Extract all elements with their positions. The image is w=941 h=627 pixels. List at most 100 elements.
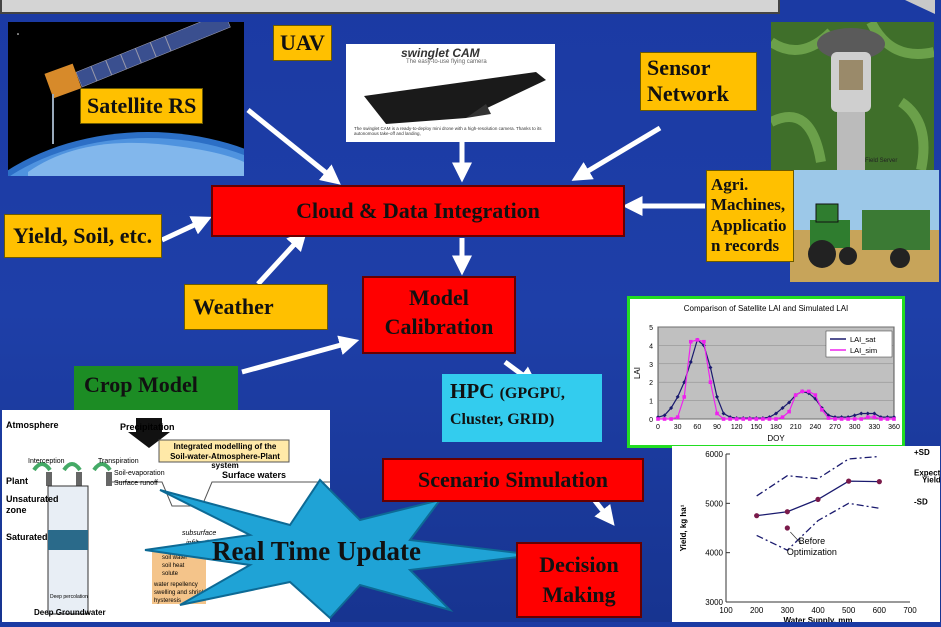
x-axis-label: DOY [767, 434, 785, 443]
soil-water-repellency: water repellency [154, 582, 198, 588]
arrow-crop-to-model [241, 335, 360, 375]
x-tick-label: 600 [873, 606, 887, 615]
x-tick-label: 300 [849, 424, 861, 431]
y-tick-label: 3 [649, 362, 653, 369]
soil-evaporation: Soil-evaporation [114, 470, 165, 477]
data-point-LAI_sat [872, 411, 877, 416]
y-axis-label: Yield, kg ha¹ [679, 504, 688, 551]
data-point-LAI_sat [708, 365, 713, 370]
uav-tagline: The easy-to-use flying camera [406, 59, 487, 65]
data-point-LAI_sim [656, 417, 660, 421]
x-tick-label: 360 [888, 424, 900, 431]
soil-solute: solute [162, 571, 179, 577]
crop-model-label: Crop Model [74, 366, 238, 410]
annotation-point [784, 525, 790, 531]
x-tick-label: 60 [693, 424, 701, 431]
x-tick-label: 120 [731, 424, 743, 431]
y-tick-label: 0 [649, 417, 653, 424]
annotation-before: Before [799, 536, 826, 546]
data-point-LAI_sim [892, 417, 896, 421]
data-point-LAI_sim [872, 415, 877, 419]
real-time-update-label: Real Time Update [212, 536, 421, 566]
data-point [876, 479, 882, 485]
soil-diagram-drawing [32, 418, 330, 615]
x-tick-label: 90 [713, 424, 721, 431]
data-point-LAI_sim [682, 395, 687, 399]
y-tick-label: 5 [649, 325, 653, 332]
legend-label: LAI_sim [850, 346, 877, 355]
data-point-LAI_sat [859, 411, 864, 416]
soil-saturated: Saturated [6, 532, 48, 542]
data-point-LAI_sim [780, 415, 785, 419]
data-point-LAI_sim [728, 417, 732, 421]
data-point-LAI_sim [688, 339, 693, 344]
data-point-LAI_sat [787, 400, 792, 405]
data-point-LAI_sat [688, 359, 693, 364]
x-axis-label: Water Supply, mm [784, 616, 853, 622]
sensor-tag: Field Server [865, 158, 898, 164]
x-tick-label: 200 [750, 606, 764, 615]
data-point-LAI_sim [675, 415, 680, 419]
y-tick-label: 4 [649, 343, 653, 350]
chart-title: Comparison of Satellite LAI and Simulate… [684, 304, 849, 313]
x-tick-label: 700 [903, 606, 917, 615]
soil-subsurface: subsurface [182, 530, 217, 537]
satellite-photo [8, 22, 244, 176]
soil-deep-percolation: Deep percolation [50, 594, 88, 600]
soil-plant: Plant [6, 476, 29, 486]
data-point-LAI_sat [682, 380, 687, 385]
lai-chart: Comparison of Satellite LAI and Simulate… [627, 296, 905, 448]
soil-water-diagram: Atmosphere Precipitation Integrated mode… [2, 410, 330, 622]
data-point-LAI_sim [662, 417, 667, 421]
soil-title: Integrated modelling of the Soil-water-A… [170, 442, 280, 471]
hpc-title: HPC [450, 379, 495, 403]
top-corner-tab [905, 0, 935, 14]
data-point-LAI_sim [826, 416, 831, 420]
soil-transpiration: Transpiration [98, 458, 139, 465]
data-point-LAI_sim [820, 408, 824, 412]
series-line [756, 502, 880, 551]
data-point-LAI_sat [715, 394, 719, 399]
yield-soil-label: Yield, Soil, etc. [4, 214, 162, 259]
field-sensor-image [771, 22, 934, 170]
y-tick-label: 2 [649, 380, 653, 387]
soil-precipitation: Precipitation [120, 422, 175, 432]
soil-water: soil water [162, 555, 188, 561]
arrow-satellite-to-cloud [246, 108, 341, 185]
x-tick-label: 400 [811, 606, 825, 615]
data-point-LAI_sim [761, 417, 765, 421]
agri-machines-label: Agri. Machines, Applicatio n records [706, 170, 794, 262]
hpc-detail: (GPGPU, Cluster, GRID) [450, 385, 565, 429]
legend-plus-sd: +SD [914, 448, 930, 457]
data-point-LAI_sat [852, 413, 857, 418]
data-point-LAI_sim [852, 417, 857, 421]
y-tick-label: 5000 [705, 499, 723, 508]
data-point-LAI_sim [669, 417, 673, 421]
x-tick-label: 240 [809, 424, 821, 431]
data-point-LAI_sat [662, 413, 667, 418]
tractor-photo [790, 170, 939, 282]
soil-unsaturated: Unsaturated zone [6, 494, 59, 515]
real-time-update-burst [144, 478, 536, 620]
x-tick-label: 210 [790, 424, 802, 431]
data-point-LAI_sim [833, 417, 837, 421]
satellite-image [8, 22, 244, 176]
data-point-LAI_sim [695, 338, 700, 342]
cloud-data-integration-box: Cloud & Data Integration [211, 185, 625, 237]
data-point-LAI_sim [741, 417, 746, 421]
uav-photo: swinglet CAM The easy-to-use flying came… [346, 44, 555, 142]
data-point-LAI_sim [754, 417, 759, 421]
soil-deep-groundwater: Deep Groundwater [34, 608, 106, 617]
data-point [784, 509, 790, 515]
y-axis-label: LAI [633, 367, 642, 379]
annotation-leader [790, 531, 802, 545]
legend-expected: Expecte [914, 469, 940, 478]
arrow-weather-to-cloud [256, 230, 308, 286]
model-calibration-box: Model Calibration [362, 276, 516, 354]
x-tick-label: 270 [829, 424, 841, 431]
tractor-image [790, 170, 939, 282]
data-point-LAI_sim [767, 417, 772, 421]
data-point-LAI_sat [721, 411, 726, 416]
